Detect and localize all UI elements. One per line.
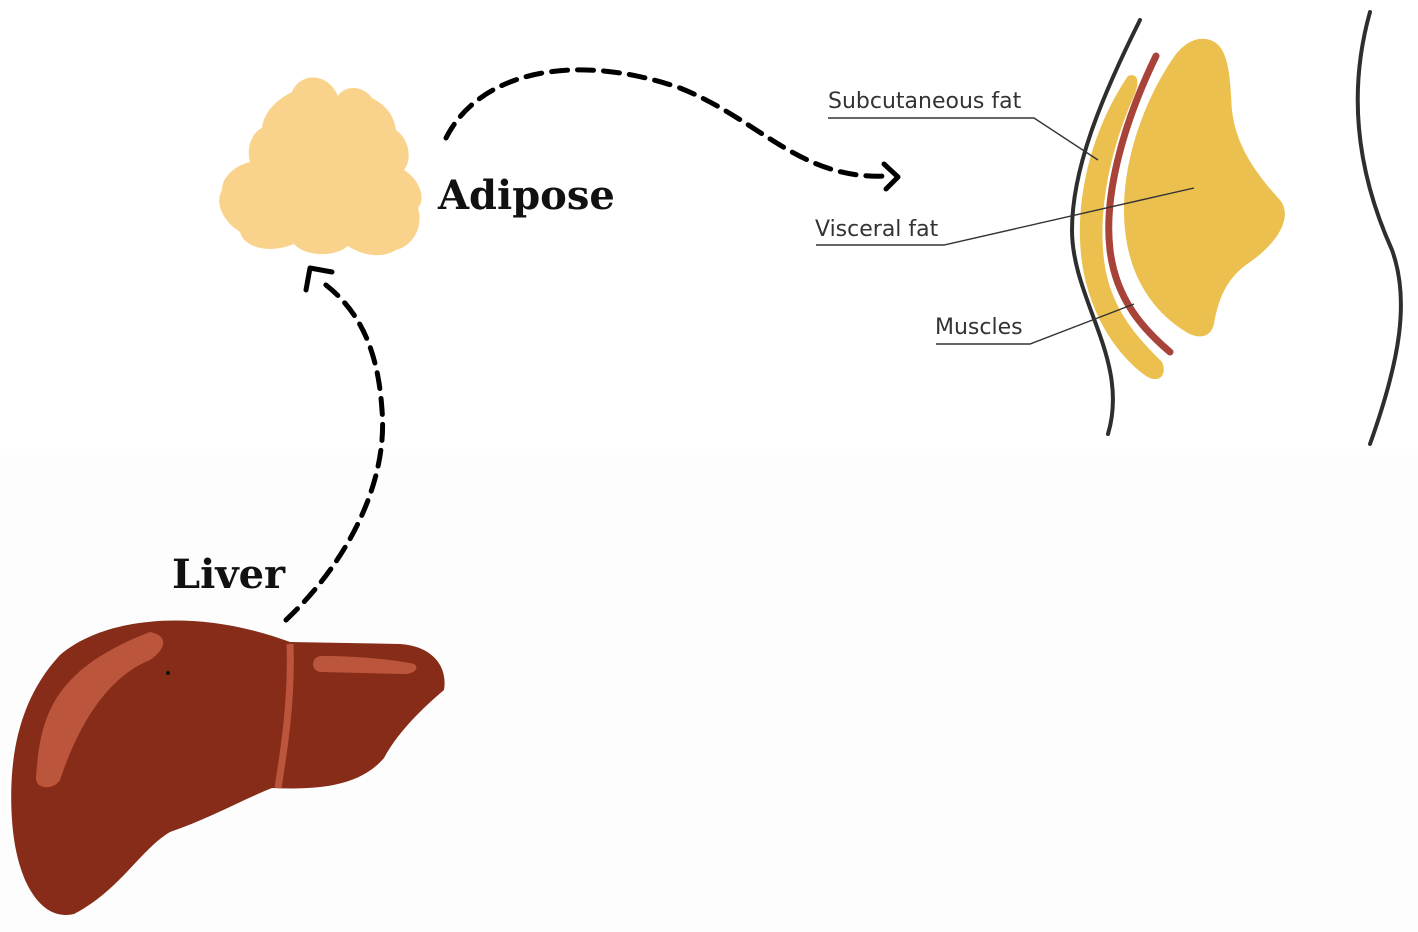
adipose-blob xyxy=(219,77,422,256)
adipose-illustration xyxy=(219,77,422,256)
liver-illustration xyxy=(11,620,445,915)
adipose-label: Adipose xyxy=(437,172,615,219)
subcutaneous-leader-line xyxy=(828,117,1099,161)
subcutaneous-fat-label: Subcutaneous fat xyxy=(828,89,1022,114)
body-outline-right xyxy=(1355,10,1403,446)
arrow-liver-to-adipose-head xyxy=(303,265,335,293)
liver-body xyxy=(11,620,445,915)
arrow-liver-to-adipose xyxy=(283,265,386,623)
visceral-fat-label: Visceral fat xyxy=(815,217,939,242)
liver-highlight-right xyxy=(313,656,417,674)
muscles-leader-line xyxy=(936,303,1135,345)
arrow-adipose-to-fat xyxy=(443,67,901,192)
visceral-leader-line xyxy=(816,187,1195,246)
muscles-label: Muscles xyxy=(935,315,1023,340)
liver-highlight-left xyxy=(36,632,164,788)
muscle-layer xyxy=(1105,52,1174,356)
arrow-adipose-to-fat-line xyxy=(443,67,889,179)
arrow-liver-to-adipose-line xyxy=(283,279,386,623)
liver-label: Liver xyxy=(172,551,286,598)
arrow-adipose-to-fat-head xyxy=(881,161,901,192)
body-outline-left xyxy=(1069,18,1142,436)
abdomen-cross-section: Subcutaneous fat Visceral fat Muscles xyxy=(815,10,1403,446)
visceral-fat xyxy=(1124,38,1285,337)
liver-lobe-divider xyxy=(274,643,294,789)
subcutaneous-fat xyxy=(1079,75,1164,380)
liver-speck xyxy=(166,671,170,675)
